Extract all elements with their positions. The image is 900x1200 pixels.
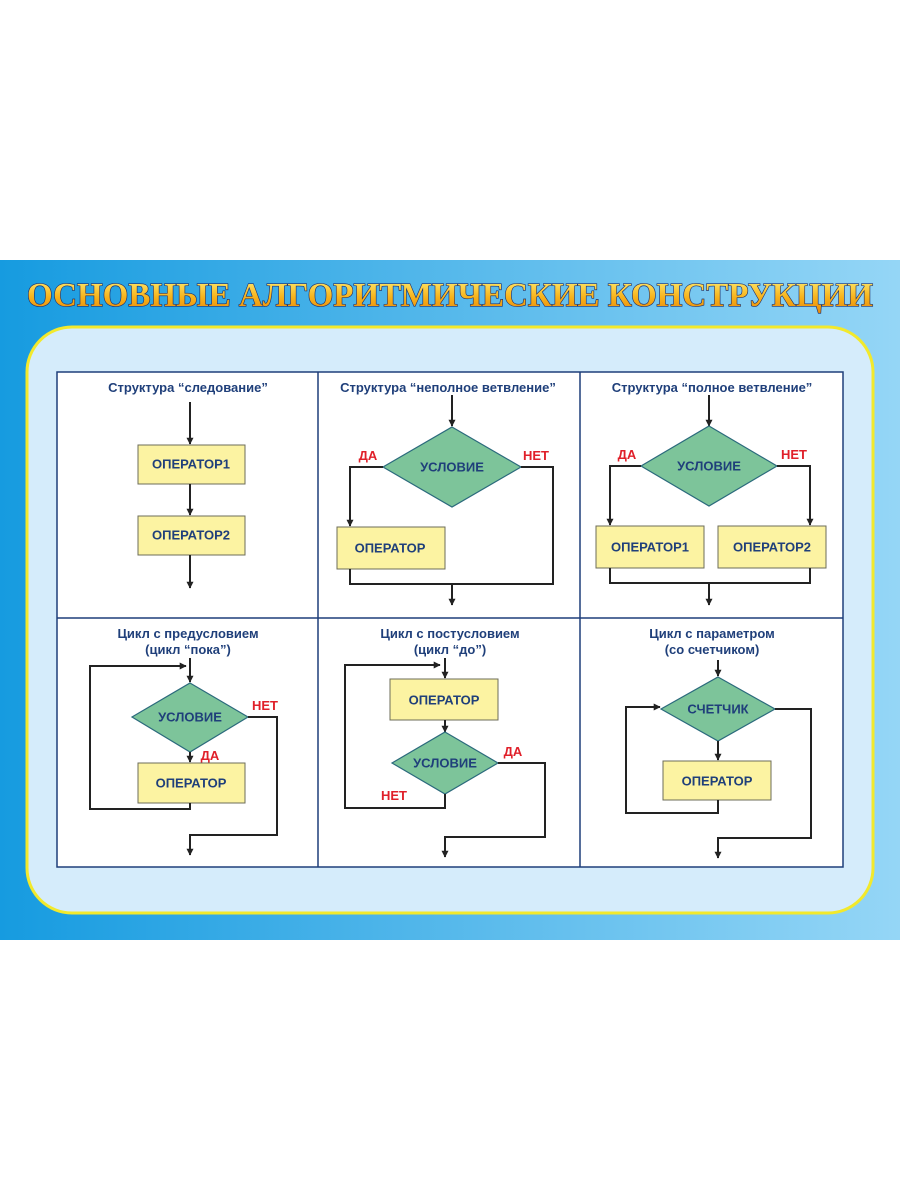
counter-label: СЧЕТЧИК [687,702,748,717]
panel-subtitle: (цикл “до”) [414,642,486,657]
panel-full-branch: Структура “полное ветвление” УСЛОВИЕ ДА … [595,380,827,606]
operator-box [137,444,246,485]
panel-partial-branch: Структура “неполное ветвление” УСЛОВИЕ Д… [336,380,556,606]
yes-label: ДА [504,744,523,759]
panel-subtitle: (со счетчиком) [665,642,760,657]
exit-arrow [441,762,546,858]
operator-label: ОПЕРАТОР [156,776,227,791]
operator-box [137,762,246,804]
loop-arrow [344,661,446,809]
panel-title: Структура “неполное ветвление” [340,380,556,395]
operator-label: ОПЕРАТОР [409,693,480,708]
no-label: НЕТ [781,447,807,462]
no-label: НЕТ [523,448,549,463]
exit-arrow [186,716,278,856]
operator-label: ОПЕРАТОР [682,774,753,789]
condition-label: УСЛОВИЕ [420,460,484,475]
poster-title: ОСНОВНЫЕ АЛГОРИТМИЧЕСКИЕ КОНСТРУКЦИИ [27,277,873,314]
operator-box [662,760,772,801]
no-label: НЕТ [252,698,278,713]
condition-label: УСЛОВИЕ [158,710,222,725]
panel-sequence: Структура “следование” ОПЕРАТОР1 ОПЕРАТО… [108,380,268,589]
operator-label: ОПЕРАТОР1 [152,457,230,472]
arrow [606,465,641,526]
condition-label: УСЛОВИЕ [677,459,741,474]
panel-title: Структура “следование” [108,380,268,395]
arrow [777,465,814,526]
condition-diamond [639,425,779,507]
operator-label: ОПЕРАТОР1 [611,540,689,555]
panel-title: Цикл с предусловием [117,626,258,641]
condition-diamond [381,426,523,508]
no-label: НЕТ [381,788,407,803]
condition-label: УСЛОВИЕ [413,756,477,771]
yes-label: ДА [618,447,637,462]
panel-title: Структура “полное ветвление” [612,380,813,395]
panel-precondition-loop: Цикл с предусловием (цикл “пока”) УСЛОВИ… [89,626,278,856]
exit-arrow [714,708,812,859]
operator-label: ОПЕРАТОР2 [152,528,230,543]
panel-counter-loop: Цикл с параметром (со счетчиком) СЧЕТЧИК… [625,626,812,859]
loop-arrow [625,703,719,814]
panel-title: Цикл с параметром [649,626,775,641]
loop-arrow [89,662,191,810]
panel-postcondition-loop: Цикл с постусловием (цикл “до”) ОПЕРАТОР… [344,626,546,858]
operator-box [595,525,705,569]
connector [349,466,554,585]
panel-title: Цикл с постусловием [380,626,519,641]
operator-box [137,515,246,556]
yes-label: ДА [201,748,220,763]
operator-box [336,526,446,570]
operator-label: ОПЕРАТОР2 [733,540,811,555]
yes-label: ДА [359,448,378,463]
operator-box [717,525,827,569]
panel-subtitle: (цикл “пока”) [145,642,231,657]
arrow [346,466,383,527]
operator-label: ОПЕРАТОР [355,541,426,556]
